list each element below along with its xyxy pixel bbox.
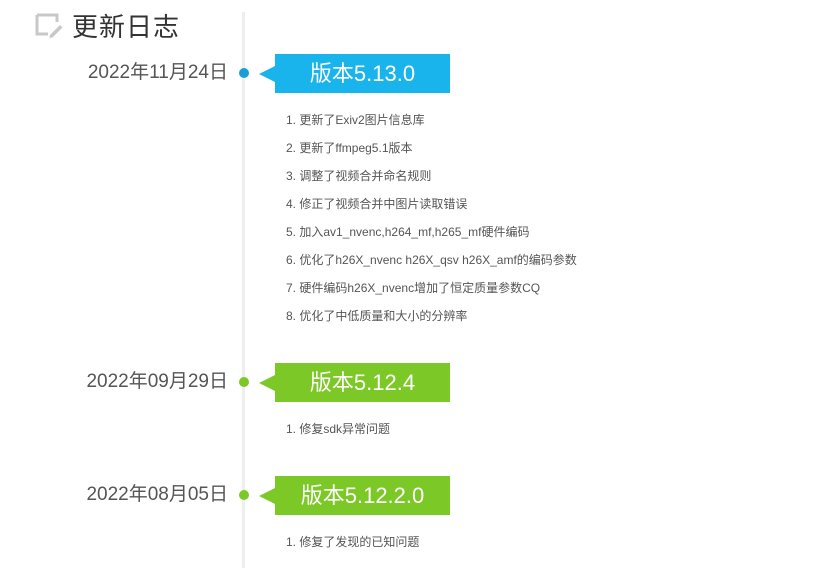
timeline-line [242,12,245,568]
version-tag: 版本5.13.0 [259,54,450,93]
entry-date: 2022年08月05日 [86,484,228,505]
change-item: 6. 优化了h26X_nvenc h26X_qsv h26X_amf的编码参数 [286,253,577,267]
change-item: 2. 更新了ffmpeg5.1版本 [286,141,413,155]
change-item: 4. 修正了视频合并中图片读取错误 [286,197,468,211]
page-header: 更新日志 [34,8,180,42]
change-item: 7. 硬件编码h26X_nvenc增加了恒定质量参数CQ [286,281,541,295]
version-tag: 版本5.12.2.0 [259,476,450,515]
edit-note-icon [35,13,63,38]
change-item: 8. 优化了中低质量和大小的分辨率 [286,309,468,323]
entry-date: 2022年11月24日 [87,62,228,83]
change-item: 1. 更新了Exiv2图片信息库 [286,113,425,127]
timeline-dot-icon [239,68,249,78]
change-list: 1. 更新了Exiv2图片信息库 2. 更新了ffmpeg5.1版本 3. 调整… [286,106,577,330]
page-title: 更新日志 [72,11,181,42]
timeline-dot-icon [239,490,249,500]
change-item: 1. 修复了发现的已知问题 [286,535,420,549]
timeline-dot-icon [239,377,249,387]
change-item: 1. 修复sdk异常问题 [286,422,391,436]
change-list: 1. 修复了发现的已知问题 [286,528,419,556]
change-list: 1. 修复sdk异常问题 [286,415,390,443]
change-item: 5. 加入av1_nvenc,h264_mf,h265_mf硬件编码 [286,225,530,239]
entry-date: 2022年09月29日 [86,371,228,392]
version-tag: 版本5.12.4 [259,363,450,402]
change-item: 3. 调整了视频合并命名规则 [286,169,432,183]
